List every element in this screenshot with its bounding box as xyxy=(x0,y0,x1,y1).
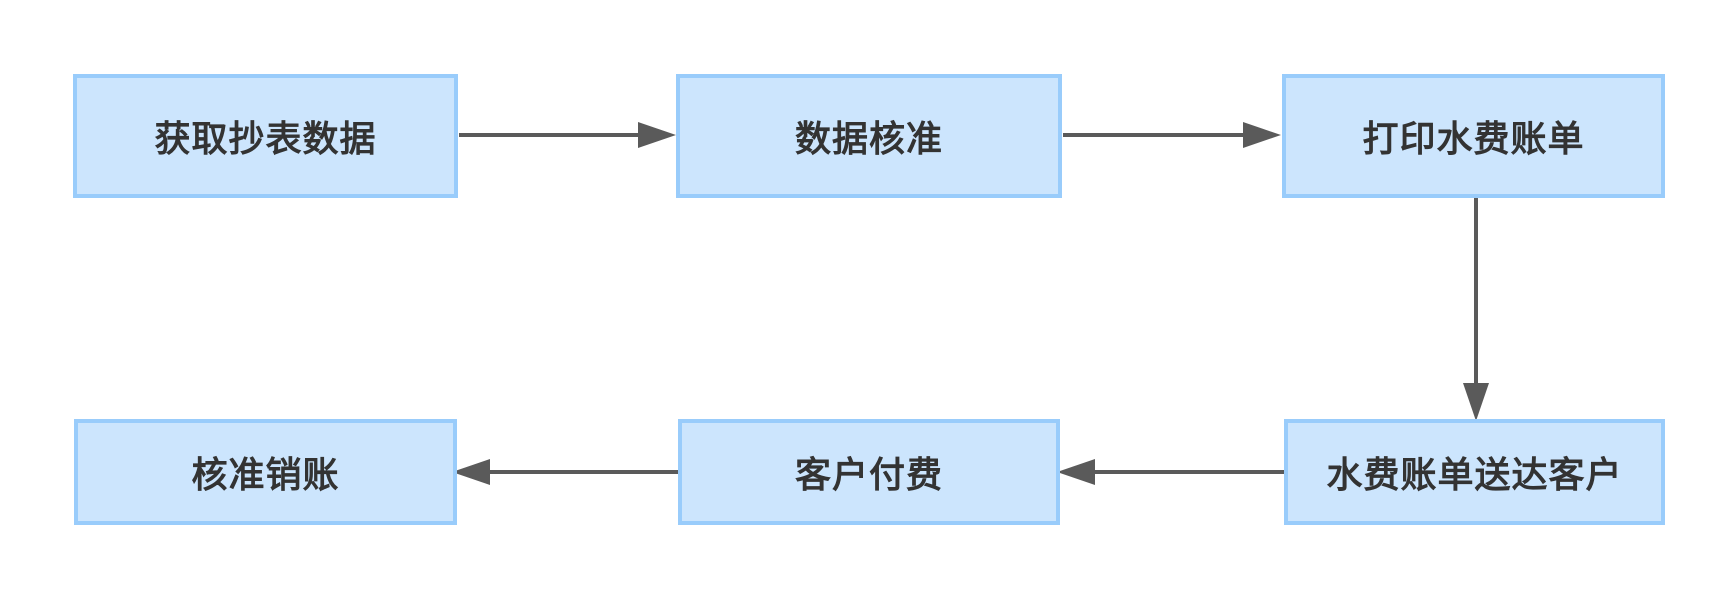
arrowhead-n3-n4 xyxy=(1463,383,1489,421)
node-label: 客户付费 xyxy=(794,455,943,496)
flow-node-customer-pay[interactable]: 客户付费 xyxy=(678,419,1060,525)
arrowhead-n1-n2 xyxy=(638,122,676,148)
node-label: 打印水费账单 xyxy=(1362,119,1585,160)
flow-node-verify-write-off[interactable]: 核准销账 xyxy=(74,419,457,525)
node-label: 水费账单送达客户 xyxy=(1326,455,1623,496)
node-label: 获取抄表数据 xyxy=(154,119,377,160)
flow-node-get-meter-data[interactable]: 获取抄表数据 xyxy=(73,74,458,198)
node-label: 数据核准 xyxy=(794,119,943,160)
arrowhead-n5-n6 xyxy=(452,459,490,485)
flow-node-print-bill[interactable]: 打印水费账单 xyxy=(1282,74,1665,198)
flow-node-data-verify[interactable]: 数据核准 xyxy=(676,74,1062,198)
arrowhead-n4-n5 xyxy=(1057,459,1095,485)
flow-node-deliver-bill[interactable]: 水费账单送达客户 xyxy=(1284,419,1665,525)
arrowhead-n2-n3 xyxy=(1243,122,1281,148)
node-label: 核准销账 xyxy=(191,455,340,496)
